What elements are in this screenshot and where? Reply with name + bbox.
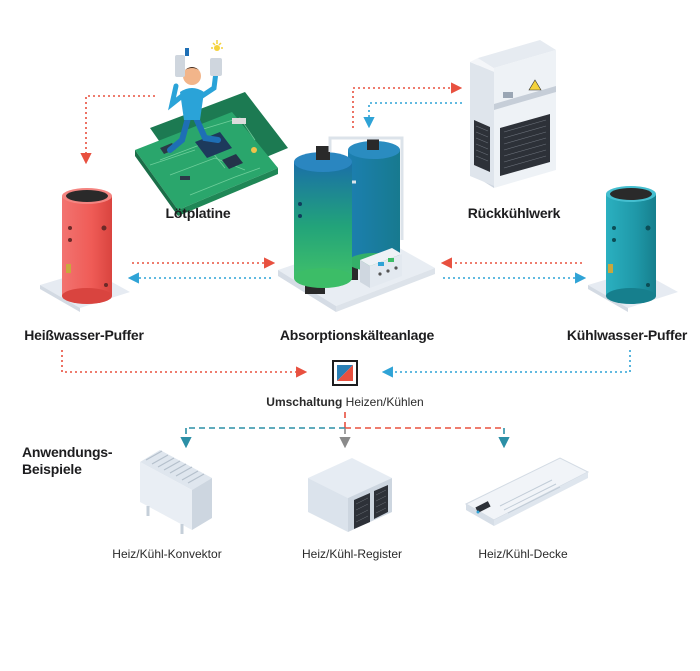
label-register: Heiz/Kühl-Register [301, 547, 403, 561]
cold-water-tank-icon [588, 186, 678, 312]
cooling-tower-icon [470, 40, 556, 188]
label-absorption-unit: Absorptionskälteanlage [279, 327, 435, 343]
flow-arrows [61, 82, 631, 378]
ceiling-panel-icon [464, 457, 590, 526]
distribution-arrows [180, 412, 510, 449]
label-switch-rest: Heizen/Kühlen [342, 395, 424, 409]
label-applications: Anwendungs- Beispiele [22, 444, 113, 477]
switch-icon [332, 360, 358, 386]
arrow-tower-to-chiller [363, 102, 462, 129]
label-soldering-board: Lötplatine [165, 205, 231, 221]
label-switch: Umschaltung Heizen/Kühlen [266, 395, 423, 409]
arrow-hot-buffer-to-switch [61, 350, 308, 378]
label-convector: Heiz/Kühl-Konvektor [112, 547, 222, 561]
convector-icon [140, 450, 212, 534]
label-switch-bold: Umschaltung [266, 395, 343, 409]
label-cooling-tower: Rückkühlwerk [467, 205, 561, 221]
arrow-cold-buffer-to-switch [381, 350, 631, 378]
hot-water-tank-icon [40, 188, 130, 312]
circuit-board-icon [135, 92, 288, 216]
label-hot-buffer: Heißwasser-Puffer [24, 327, 144, 343]
register-icon [308, 458, 392, 532]
absorption-chiller-icon [278, 136, 435, 312]
label-cold-buffer: Kühlwasser-Puffer [566, 327, 688, 343]
soldering-worker-icon [167, 40, 223, 153]
label-ceiling: Heiz/Kühl-Decke [478, 547, 568, 561]
arrow-chiller-to-tower [352, 82, 463, 128]
